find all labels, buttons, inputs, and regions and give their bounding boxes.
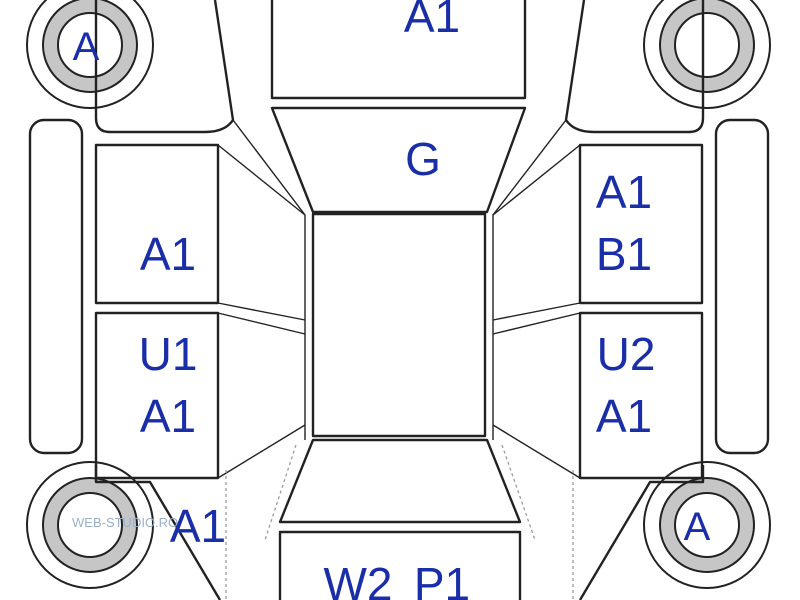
label-left-front-door: A1 <box>140 228 196 280</box>
wheel-rear-right[interactable] <box>643 461 771 589</box>
front-bumper-panel[interactable] <box>270 0 527 100</box>
label-right-front-door-1: A1 <box>596 166 652 218</box>
wheel-rear-left[interactable] <box>26 461 154 589</box>
left-front-door[interactable] <box>94 143 220 305</box>
hood-panel[interactable] <box>270 106 527 214</box>
label-wheel-front-left: A <box>73 25 100 69</box>
body-outline-right <box>564 0 705 134</box>
left-rear-door[interactable] <box>94 311 220 480</box>
right-front-door[interactable] <box>578 143 704 305</box>
label-front-bumper: A1 <box>404 0 460 42</box>
label-right-front-door-2: B1 <box>596 228 652 280</box>
right-rear-pillar <box>492 424 581 479</box>
left-side-skirt[interactable] <box>28 118 84 455</box>
label-trunk-2: P1 <box>414 558 470 600</box>
right-rear-door[interactable] <box>578 311 704 480</box>
label-right-rear-door-1: U2 <box>597 328 656 380</box>
rear-window-dotted <box>225 444 574 600</box>
label-right-rear-door-2: A1 <box>596 390 652 442</box>
trunk-panel[interactable] <box>278 530 522 600</box>
right-door-gap-line <box>492 302 581 335</box>
wheel-front-left[interactable] <box>26 0 154 109</box>
left-rear-pillar <box>217 424 306 479</box>
windshield-left-pillar <box>232 119 306 440</box>
roof-panel[interactable] <box>311 212 487 438</box>
body-outline-left <box>94 0 235 134</box>
watermark: WEB-STUDIO.RO <box>72 515 178 530</box>
label-hood: G <box>405 133 441 185</box>
right-side-skirt[interactable] <box>714 118 770 455</box>
label-left-rear-door-1: U1 <box>139 328 198 380</box>
label-left-rear-door-2: A1 <box>140 390 196 442</box>
label-wheel-rear-right: A <box>684 505 711 549</box>
left-front-pillar <box>217 144 306 216</box>
rear-window[interactable] <box>278 438 522 524</box>
label-left-rear-quarter: A1 <box>170 500 226 552</box>
left-door-gap-line <box>217 302 306 335</box>
label-trunk-1: W2 <box>324 558 393 600</box>
wheel-front-right[interactable] <box>643 0 771 109</box>
right-front-pillar <box>492 144 581 216</box>
